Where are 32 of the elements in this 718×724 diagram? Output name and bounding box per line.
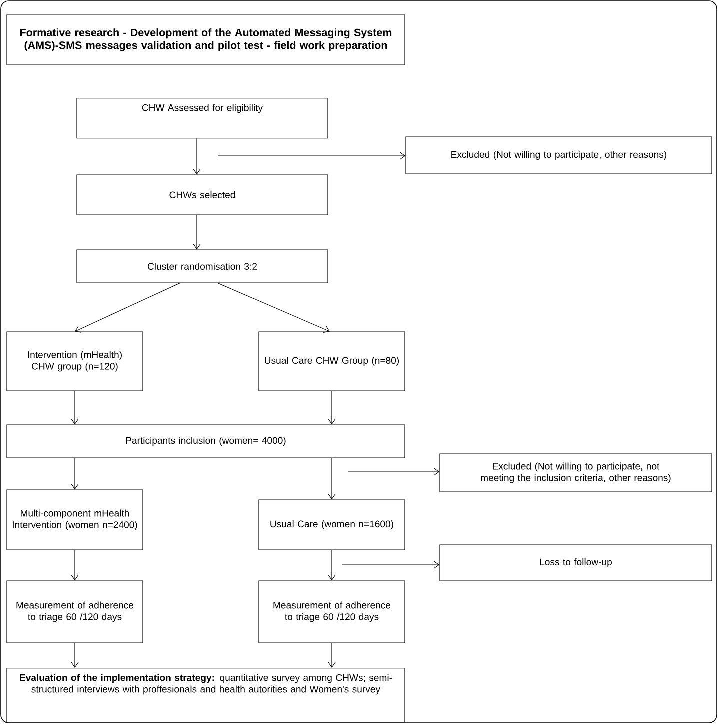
arrow: [328, 643, 336, 668]
flow-box: CHWs selected: [76, 174, 328, 216]
arrow: [71, 458, 79, 490]
flow-box: Cluster randomisation 3:2: [76, 250, 328, 284]
arrow: [218, 283, 330, 333]
flow-box: Usual Care (women n=1600): [258, 500, 406, 550]
flow-box: [76, 98, 328, 139]
flow-box: Intervention (mHealth) CHW group (n=120): [6, 332, 144, 392]
arrow: [71, 391, 79, 425]
arrow: [328, 458, 336, 500]
flow-box: Participants inclusion (women= 4000): [6, 424, 406, 458]
box-text: Evaluation of the implementation strategy: quantitative survey among CHWs; semi-structured interviews with proffesionals and health autorities and Women's survey: [20, 674, 392, 695]
arrow: [75, 283, 180, 333]
arrow: [71, 550, 79, 581]
arrow: [193, 138, 201, 175]
box-text: CHW Assessed for eligibility: [142, 104, 264, 114]
arrow: [348, 468, 440, 476]
arrow: [71, 643, 79, 668]
flow-box: [6, 668, 406, 723]
flow-box: Loss to follow-up: [440, 544, 712, 582]
flow-box: Excluded (Not willing to participate, other reasons): [406, 136, 712, 174]
flow-box: Usual Care CHW Group (n=80): [258, 332, 406, 392]
arrow: [193, 215, 201, 250]
flow-box: Multi-component mHealth Intervention (women n=2400): [6, 490, 144, 550]
arrow: [328, 550, 336, 581]
arrow: [218, 152, 406, 160]
flow-box: Excluded (Not willing to participate, not meeting the inclusion criteria, other reasons): [440, 454, 712, 492]
flow-box: Measurement of adherence to triage 60 /120 days: [258, 580, 406, 644]
flow-box: Formative research - Development of the Automated Messaging System (AMS)-SMS messages validation and pilot test - field work preparation: [6, 14, 406, 66]
arrow: [342, 561, 440, 569]
flow-box: Measurement of adherence to triage 60 /120 days: [6, 580, 144, 644]
arrow: [328, 391, 336, 425]
